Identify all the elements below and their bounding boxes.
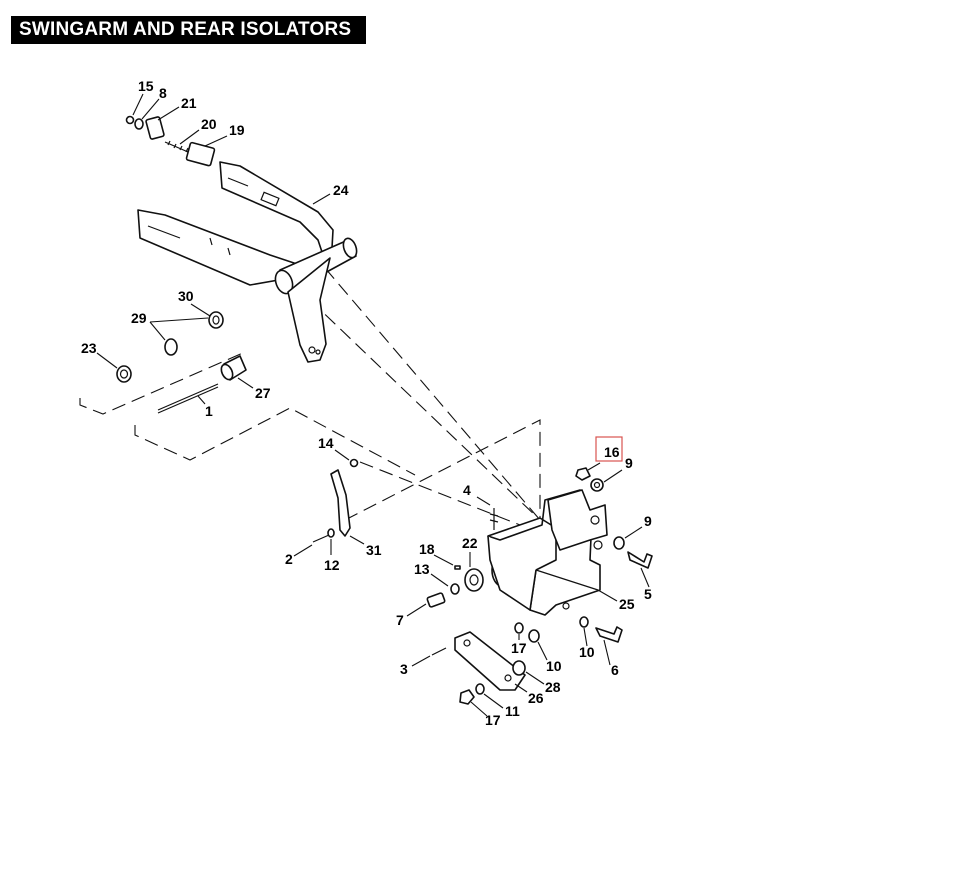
bolt-6: [595, 626, 623, 643]
pin-18: [454, 565, 461, 570]
nut-17-upper: [514, 622, 524, 634]
assembly-guide-lines: [79, 267, 541, 526]
washer-9-upper: [590, 478, 604, 492]
callout-16: 16: [604, 444, 620, 460]
rear-isolator-bracket-25: [487, 489, 608, 616]
callout-31: 31: [366, 542, 382, 558]
nut-15: [125, 115, 135, 125]
callout-17-upper: 17: [511, 640, 527, 656]
diagram-title: SWINGARM AND REAR ISOLATORS: [11, 16, 366, 44]
nut-17-lower: [459, 689, 475, 705]
callout-21: 21: [181, 95, 197, 111]
fitting-7: [426, 592, 446, 608]
washer-11: [475, 683, 485, 695]
bearing-hardware: [116, 311, 247, 414]
callout-15: 15: [138, 78, 154, 94]
callout-26: 26: [528, 690, 544, 706]
washer-8: [134, 118, 144, 130]
callout-6: 6: [611, 662, 619, 678]
bracket-fasteners: [575, 467, 653, 643]
isolator-hardware: [426, 508, 499, 608]
callout-12: 12: [324, 557, 340, 573]
callout-2: 2: [285, 551, 293, 567]
callout-4: 4: [463, 482, 471, 498]
callout-5: 5: [644, 586, 652, 602]
callout-27: 27: [255, 385, 271, 401]
callout-22: 22: [462, 535, 478, 551]
bracket-hardware: [312, 458, 359, 543]
block-21: [145, 116, 165, 140]
callout-30: 30: [178, 288, 194, 304]
screw-3: [431, 647, 447, 656]
nut-14: [349, 458, 359, 468]
callout-19: 19: [229, 122, 245, 138]
spacer-30: [208, 311, 224, 329]
callout-9-upper: 9: [625, 455, 633, 471]
callout-9-lower: 9: [644, 513, 652, 529]
callout-13: 13: [414, 561, 430, 577]
callout-20: 20: [201, 116, 217, 132]
swingarm-part: [137, 161, 358, 363]
callout-14: 14: [318, 435, 334, 451]
washer-13: [450, 583, 460, 595]
link-hardware: [431, 622, 540, 705]
washer-10-right: [579, 616, 589, 628]
isolator-22: [464, 568, 484, 592]
callout-8: 8: [159, 85, 167, 101]
callout-3: 3: [400, 661, 408, 677]
washer-10-left: [528, 629, 540, 643]
callout-numbers: 15 8 21 20 19 24 30 29 23 27 1 14 4 16 9…: [81, 78, 652, 728]
callout-24: 24: [333, 182, 349, 198]
adjuster-19: [185, 141, 216, 167]
screw-2: [312, 534, 330, 543]
callout-25: 25: [619, 596, 635, 612]
callout-29: 29: [131, 310, 147, 326]
nut-16: [575, 467, 591, 481]
seal-23: [116, 365, 132, 383]
callout-17-lower: 17: [485, 712, 501, 728]
callout-1: 1: [205, 403, 213, 419]
callout-7: 7: [396, 612, 404, 628]
washer-9-lower: [613, 536, 625, 550]
callout-23: 23: [81, 340, 97, 356]
bolt-5: [627, 551, 653, 569]
callout-18: 18: [419, 541, 435, 557]
washer-12: [327, 528, 335, 538]
callout-10-right: 10: [579, 644, 595, 660]
spacer-28: [512, 660, 526, 676]
pivot-shaft-1: [157, 383, 219, 411]
callout-28: 28: [545, 679, 561, 695]
bearing-29: [164, 338, 178, 356]
axle-adjuster-hardware: [125, 115, 216, 167]
callout-10-left: 10: [546, 658, 562, 674]
callout-16-highlight: [595, 436, 623, 462]
bracket-31: [330, 469, 351, 537]
callout-leaders: [96, 93, 650, 717]
callout-11: 11: [505, 703, 520, 719]
